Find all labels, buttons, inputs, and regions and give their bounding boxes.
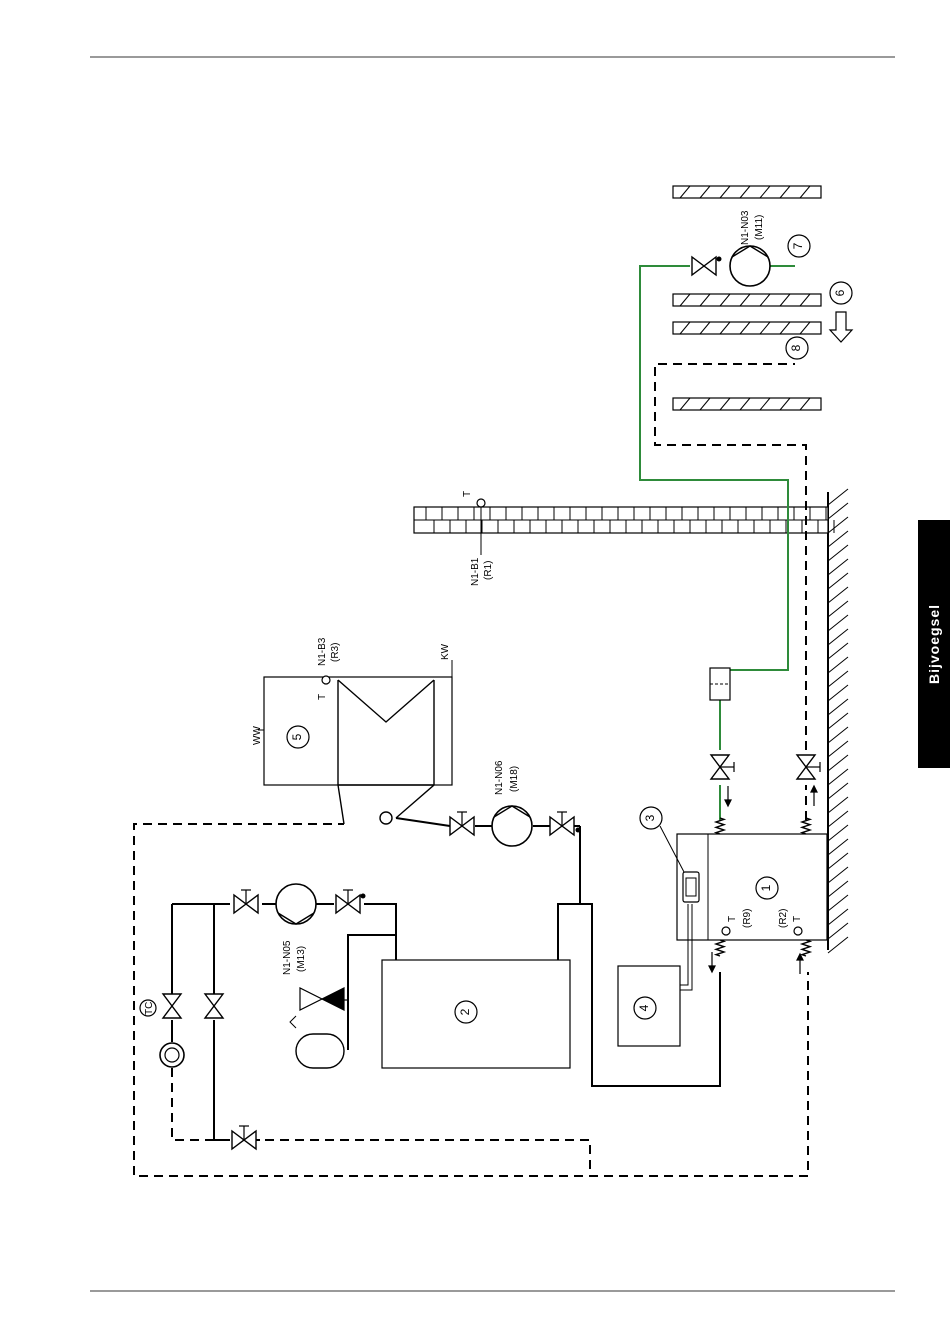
sensor-r9-icon xyxy=(722,927,730,935)
label-m13: (M13) xyxy=(296,946,307,972)
dhw-flow-pipe xyxy=(580,826,592,904)
label-r3: (R3) xyxy=(330,643,341,662)
component-3-number: 3 xyxy=(643,814,657,821)
sensor-r1-t: T xyxy=(462,491,473,497)
heat-pump-unit: 1 T (R9) (R2) T xyxy=(677,834,827,940)
label-n1-n05: N1-N05 xyxy=(282,940,293,975)
ground-wall xyxy=(828,489,848,953)
flow-direction-arrow-icon xyxy=(830,312,852,342)
component-5-number: 5 xyxy=(290,733,304,740)
label-n1-b1: N1-B1 xyxy=(470,557,481,586)
outdoor-sensor: T N1-B1 (R1) xyxy=(462,491,494,586)
label-kw: KW xyxy=(440,643,451,660)
sensor-r2-icon xyxy=(794,927,802,935)
controller-display-icon xyxy=(683,872,699,902)
sensor-r3-icon xyxy=(322,676,330,684)
sensor-r9-label: (R9) xyxy=(742,909,753,928)
dhw-tank: 5 WW KW N1-B3 (R3) T xyxy=(252,637,452,824)
component-1-number: 1 xyxy=(759,884,773,891)
expansion-vessel xyxy=(290,988,348,1068)
brine-circuit xyxy=(640,266,795,820)
pump-n1-n05: N1-N05 (M13) xyxy=(262,884,334,975)
label-m18: (M18) xyxy=(509,766,520,792)
sensor-r2-label: (R2) xyxy=(778,909,789,928)
component-6-number: 6 xyxy=(833,289,847,296)
label-r1: (R1) xyxy=(483,561,494,580)
label-ww: WW xyxy=(252,726,263,745)
buffer-tank: 2 xyxy=(382,960,570,1068)
pump-n1-n06: N1-N06 (M18) xyxy=(492,760,532,846)
component-7-number: 7 xyxy=(791,242,805,249)
sensor-r3-t: T xyxy=(317,694,328,700)
sensor-r9-t: T xyxy=(727,916,738,922)
component-8-number: 8 xyxy=(789,344,803,351)
label-tc: TC xyxy=(144,1002,155,1015)
label-m11: (M11) xyxy=(754,215,765,240)
sensor-r2-t: T xyxy=(792,916,803,922)
component-2-number: 2 xyxy=(458,1008,472,1015)
label-n1-n03: N1-N03 xyxy=(740,210,751,245)
label-n1-b3: N1-B3 xyxy=(317,637,328,666)
pump-n1-n03: N1-N03 (M11) xyxy=(730,210,770,286)
component-4-number: 4 xyxy=(637,1004,651,1011)
outer-wall xyxy=(414,507,834,533)
label-n1-n06: N1-N06 xyxy=(494,760,505,795)
